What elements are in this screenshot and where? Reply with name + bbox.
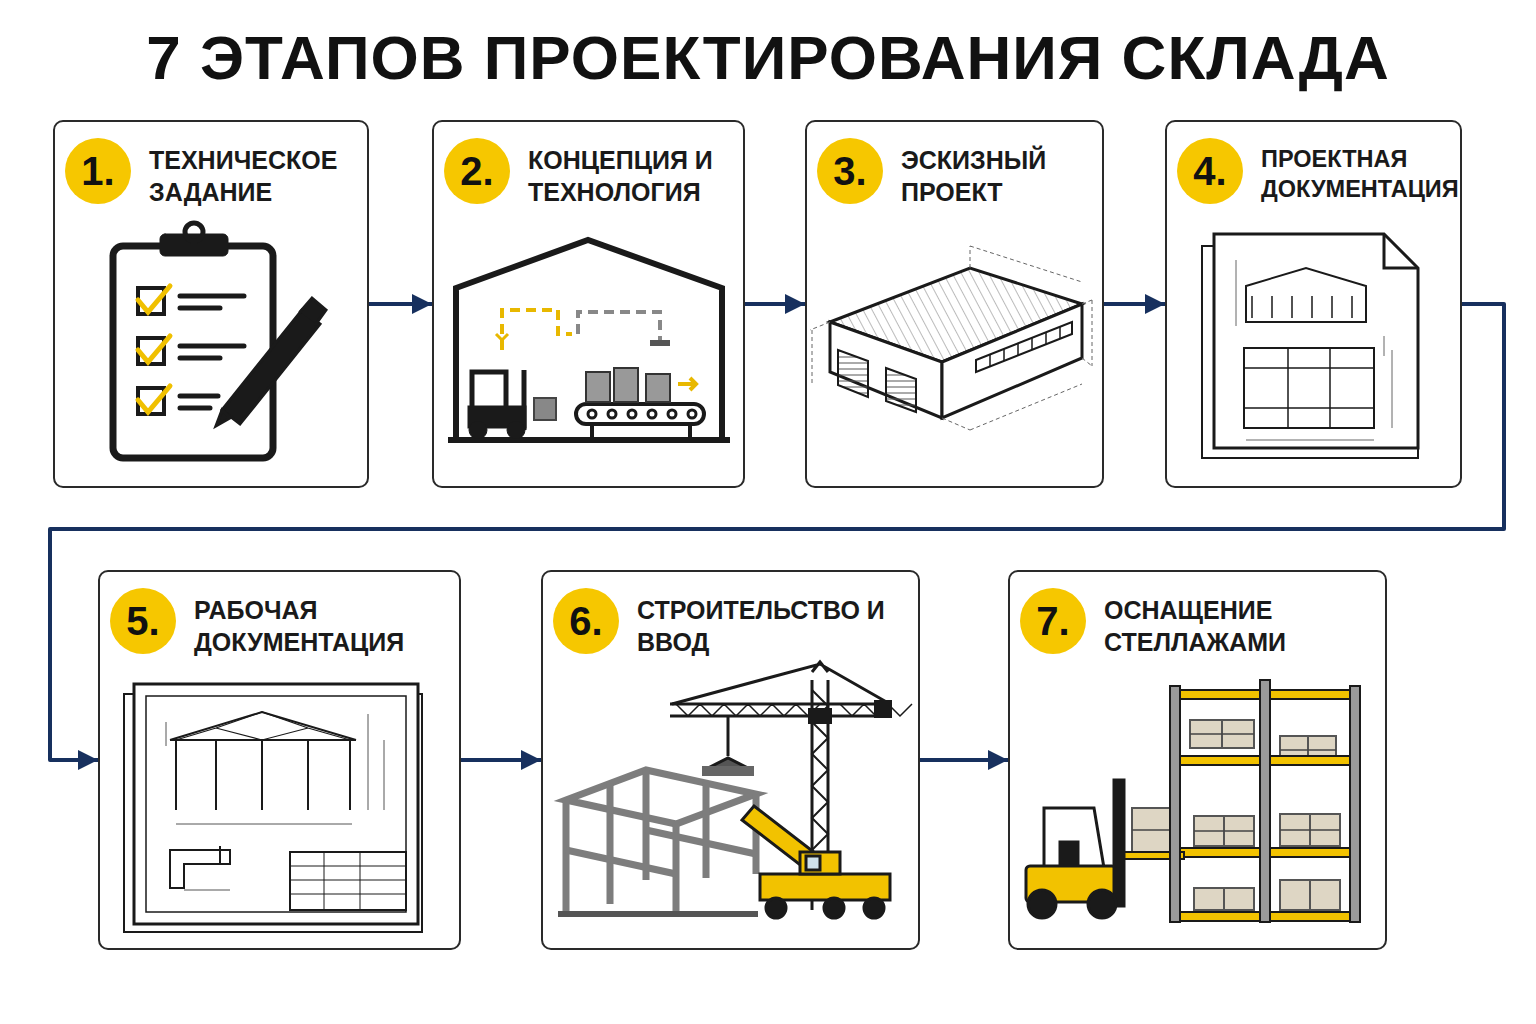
stage-card: РАБОЧАЯ ДОКУМЕНТАЦИЯ 5. [98,570,461,950]
stage-card: ПРОЕКТНАЯ ДОКУМЕНТАЦИЯ 4. [1165,120,1462,488]
flow-arrow [461,758,541,762]
step-number: 1. [81,149,114,194]
warehouse-concept-icon [448,240,730,440]
step-number-circle: 5. [110,588,176,654]
step-number: 2. [460,149,493,194]
construction-icon [558,662,912,918]
step-number-circle: 4. [1177,138,1243,204]
stage-card: ЭСКИЗНЫЙ ПРОЕКТ 3. [805,120,1104,488]
clipboard-icon [113,223,326,458]
project-document-icon [1202,234,1418,458]
stage-card: ОСНАЩЕНИЕ СТЕЛЛАЖАМИ 7. [1008,570,1387,950]
stage-title: ЭСКИЗНЫЙ ПРОЕКТ [901,144,1100,208]
stage-title: РАБОЧАЯ ДОКУМЕНТАЦИЯ [194,594,457,658]
step-number-circle: 3. [817,138,883,204]
step-number: 4. [1193,149,1226,194]
stage-title: ПРОЕКТНАЯ ДОКУМЕНТАЦИЯ [1261,144,1458,204]
step-number-circle: 6. [553,588,619,654]
building-sketch-icon [810,246,1092,430]
stage-card: КОНЦЕПЦИЯ И ТЕХНОЛОГИЯ 2. [432,120,745,488]
step-number: 3. [833,149,866,194]
stage-title: СТРОИТЕЛЬСТВО И ВВОД [637,594,916,658]
stage-card: ТЕХНИЧЕСКОЕ ЗАДАНИЕ 1. [53,120,369,488]
stage-card: СТРОИТЕЛЬСТВО И ВВОД 6. [541,570,920,950]
flow-arrow [369,302,432,306]
step-number-circle: 7. [1020,588,1086,654]
stage-title: ТЕХНИЧЕСКОЕ ЗАДАНИЕ [149,144,365,208]
flow-arrow [745,302,805,306]
step-number: 6. [569,599,602,644]
stage-title: ОСНАЩЕНИЕ СТЕЛЛАЖАМИ [1104,594,1383,658]
flow-arrow [50,304,1504,760]
step-number: 5. [126,599,159,644]
flow-arrow [1104,302,1165,306]
stage-title: КОНЦЕПЦИЯ И ТЕХНОЛОГИЯ [528,144,741,208]
step-number: 7. [1036,599,1069,644]
step-number-circle: 1. [65,138,131,204]
flow-arrow [920,758,1008,762]
step-number-circle: 2. [444,138,510,204]
diagram-title: 7 ЭТАПОВ ПРОЕКТИРОВАНИЯ СКЛАДА [0,22,1536,93]
working-drawing-icon [124,684,422,932]
racking-icon [1026,680,1360,922]
